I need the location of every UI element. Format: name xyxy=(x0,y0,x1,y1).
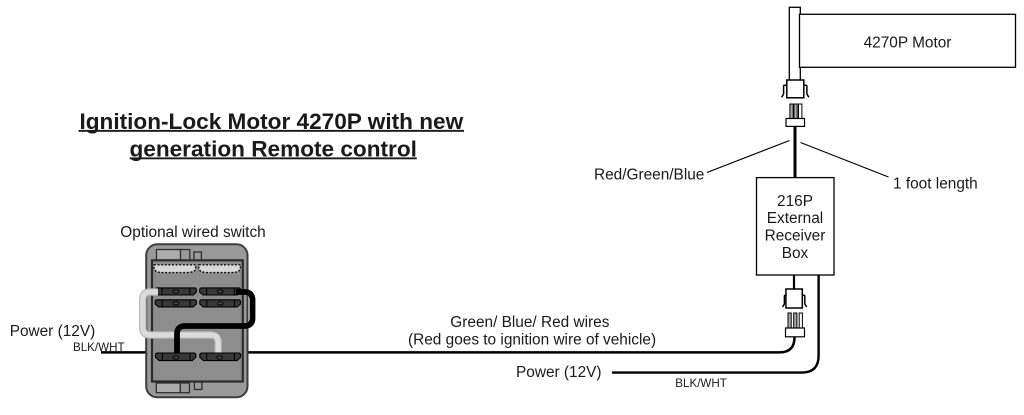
svg-text:generation Remote control: generation Remote control xyxy=(129,136,416,161)
svg-text:Power (12V): Power (12V) xyxy=(516,364,602,381)
svg-text:Box: Box xyxy=(782,245,809,262)
svg-text:Ignition-Lock Motor 4270P with: Ignition-Lock Motor 4270P with new xyxy=(79,109,463,134)
svg-text:External: External xyxy=(767,210,823,227)
svg-text:Green/ Blue/ Red wires: Green/ Blue/ Red wires xyxy=(450,314,609,331)
svg-text:BLK/WHT: BLK/WHT xyxy=(73,341,125,354)
svg-text:4270P Motor: 4270P Motor xyxy=(864,35,952,52)
svg-text:216P: 216P xyxy=(777,193,813,210)
svg-text:Optional wired switch: Optional wired switch xyxy=(120,224,265,241)
svg-text:Power (12V): Power (12V) xyxy=(10,323,96,340)
svg-text:Red/Green/Blue: Red/Green/Blue xyxy=(594,166,704,183)
svg-text:BLK/WHT: BLK/WHT xyxy=(675,377,727,390)
svg-text:Receiver: Receiver xyxy=(765,228,826,245)
svg-text:1 foot length: 1 foot length xyxy=(893,176,978,193)
svg-text:(Red goes to ignition wire of: (Red goes to ignition wire of vehicle) xyxy=(408,331,656,348)
